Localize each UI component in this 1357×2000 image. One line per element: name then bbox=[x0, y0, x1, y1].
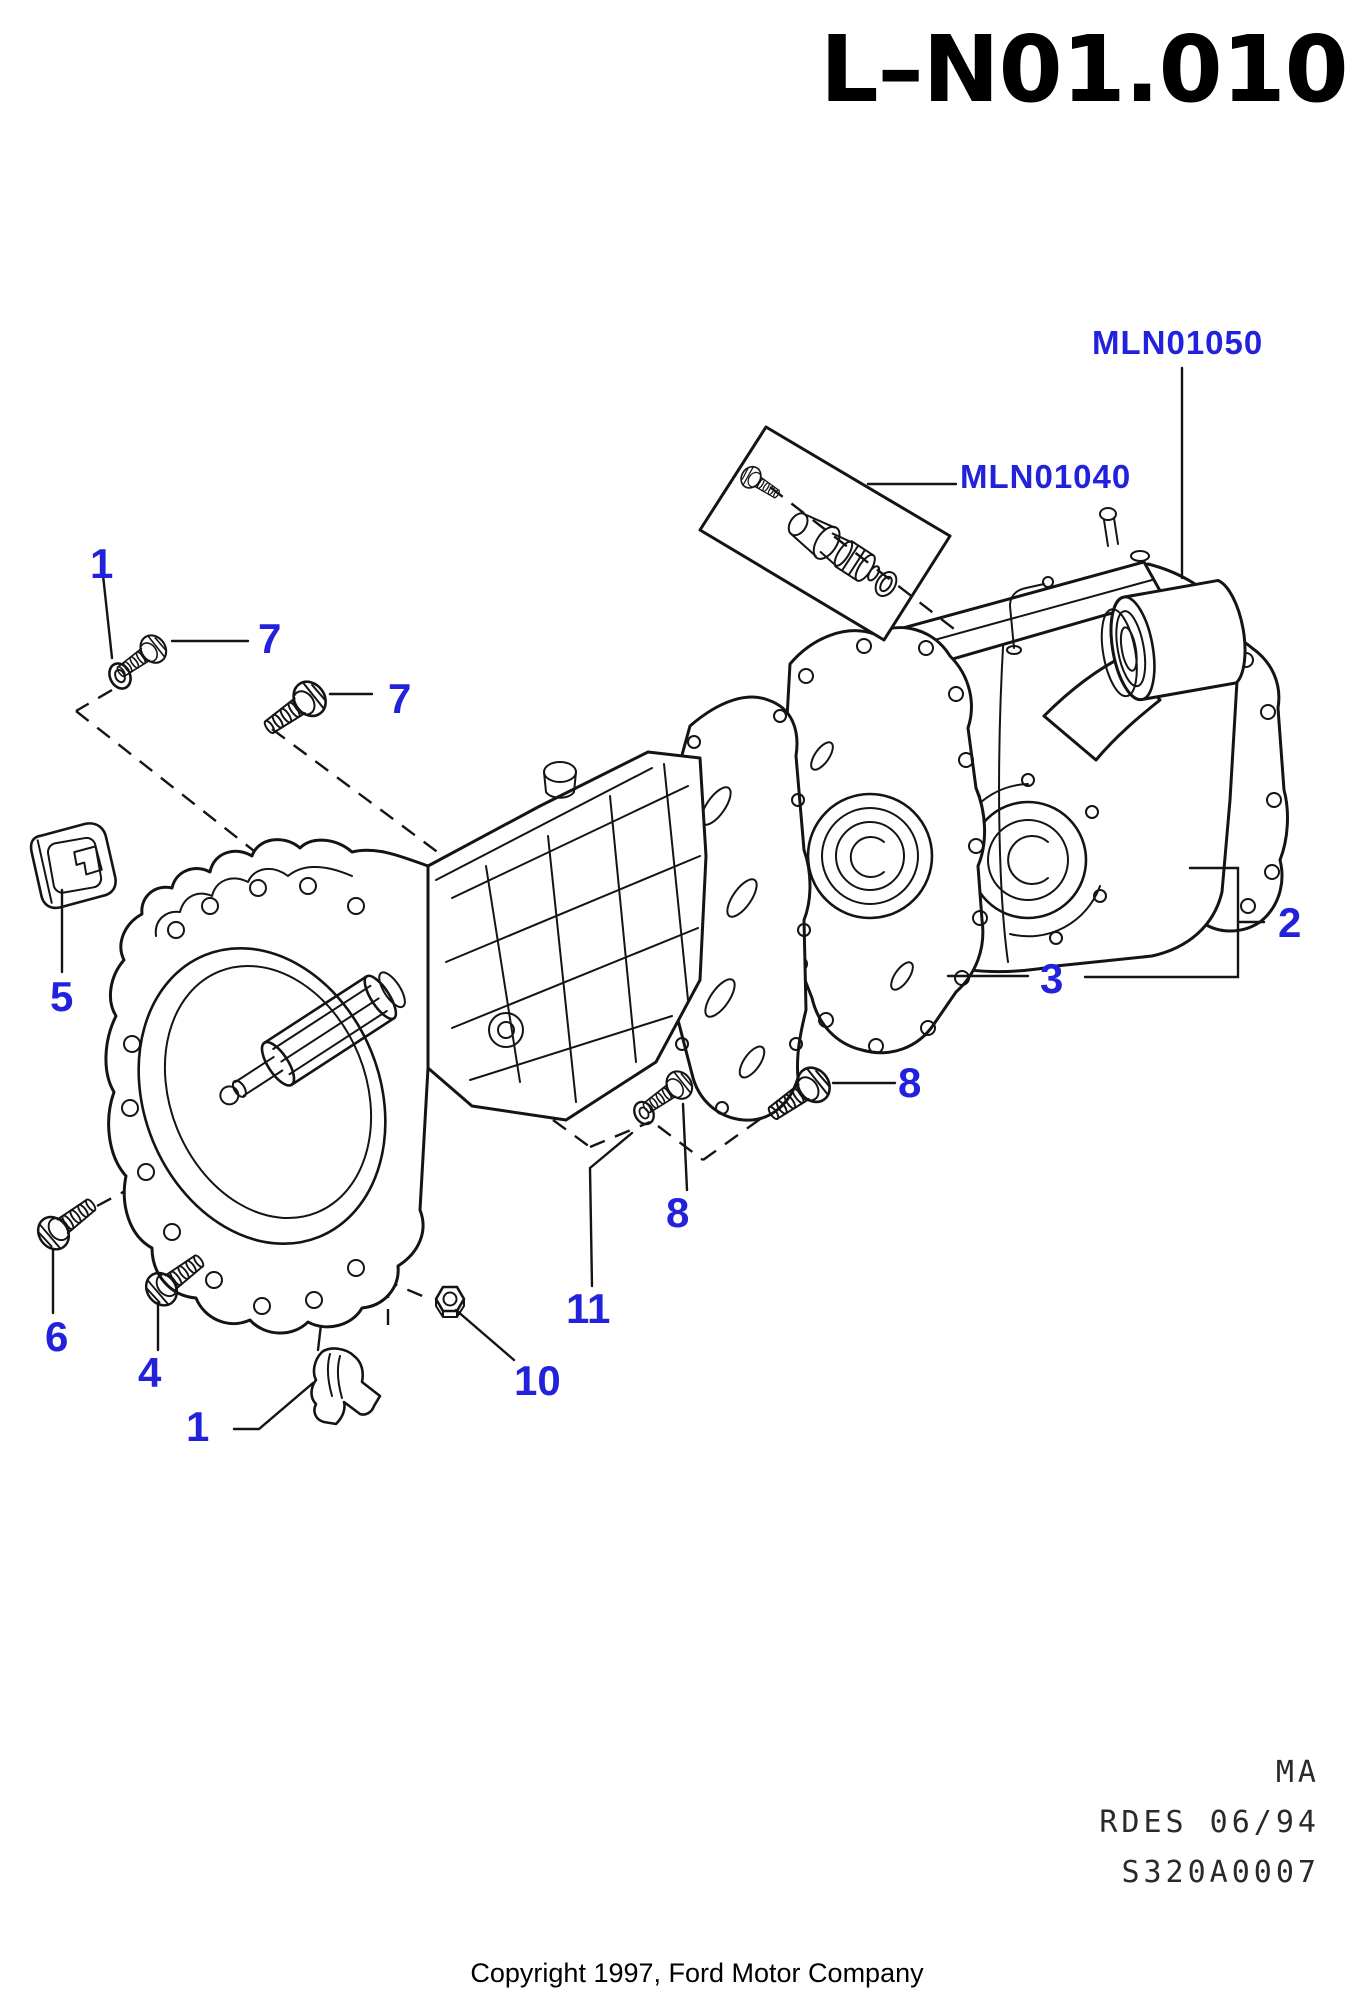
part-label-3[interactable]: 3 bbox=[1040, 955, 1064, 1002]
output-flange bbox=[1042, 578, 1247, 762]
part-label-4[interactable]: 4 bbox=[138, 1349, 162, 1396]
plot-region: MA bbox=[1275, 1755, 1320, 1790]
speedometer-gear bbox=[787, 512, 881, 582]
drawing-number: L–N01.010 bbox=[820, 16, 1349, 123]
part-label-5[interactable]: 5 bbox=[50, 973, 74, 1020]
service-kit-box bbox=[698, 425, 959, 642]
part-label-6[interactable]: 6 bbox=[45, 1313, 69, 1360]
bolt-7-lower bbox=[255, 674, 334, 745]
plot-info-block: MA RDES 06/94 S320A0007 bbox=[920, 1748, 1320, 1897]
leader-lines bbox=[51, 366, 1266, 1431]
part-label-7-upper[interactable]: 7 bbox=[258, 615, 282, 662]
copyright-line: Copyright 1997, Ford Motor Company bbox=[470, 1958, 924, 1988]
part-label-7-lower[interactable]: 7 bbox=[388, 675, 412, 722]
part-label-8-center[interactable]: 8 bbox=[666, 1189, 690, 1236]
part-label-2[interactable]: 2 bbox=[1278, 899, 1302, 946]
hardware bbox=[29, 629, 838, 1426]
plot-revision: RDES 06/94 bbox=[1099, 1804, 1320, 1840]
bolt-6 bbox=[30, 1188, 105, 1257]
clip-1 bbox=[310, 1347, 382, 1426]
part-label-11[interactable]: 11 bbox=[566, 1285, 611, 1332]
bolt-7-upper bbox=[109, 629, 173, 686]
part-label-mln01040[interactable]: MLN01040 bbox=[960, 458, 1132, 495]
part-label-8-right[interactable]: 8 bbox=[898, 1059, 922, 1106]
input-shaft bbox=[219, 971, 406, 1106]
part-label-mln01050[interactable]: MLN01050 bbox=[1092, 324, 1264, 361]
part-label-10[interactable]: 10 bbox=[514, 1357, 561, 1404]
gear-case bbox=[311, 750, 708, 1352]
bolt-8-left bbox=[635, 1065, 699, 1122]
plot-sheet: S320A0007 bbox=[1121, 1854, 1320, 1890]
o-ring bbox=[874, 571, 898, 597]
nut-10 bbox=[434, 1285, 466, 1318]
bell-housing bbox=[104, 838, 430, 1335]
retainer-5 bbox=[29, 822, 117, 910]
part-label-1-bottom[interactable]: 1 bbox=[186, 1403, 210, 1450]
part-label-1-top[interactable]: 1 bbox=[90, 540, 114, 587]
